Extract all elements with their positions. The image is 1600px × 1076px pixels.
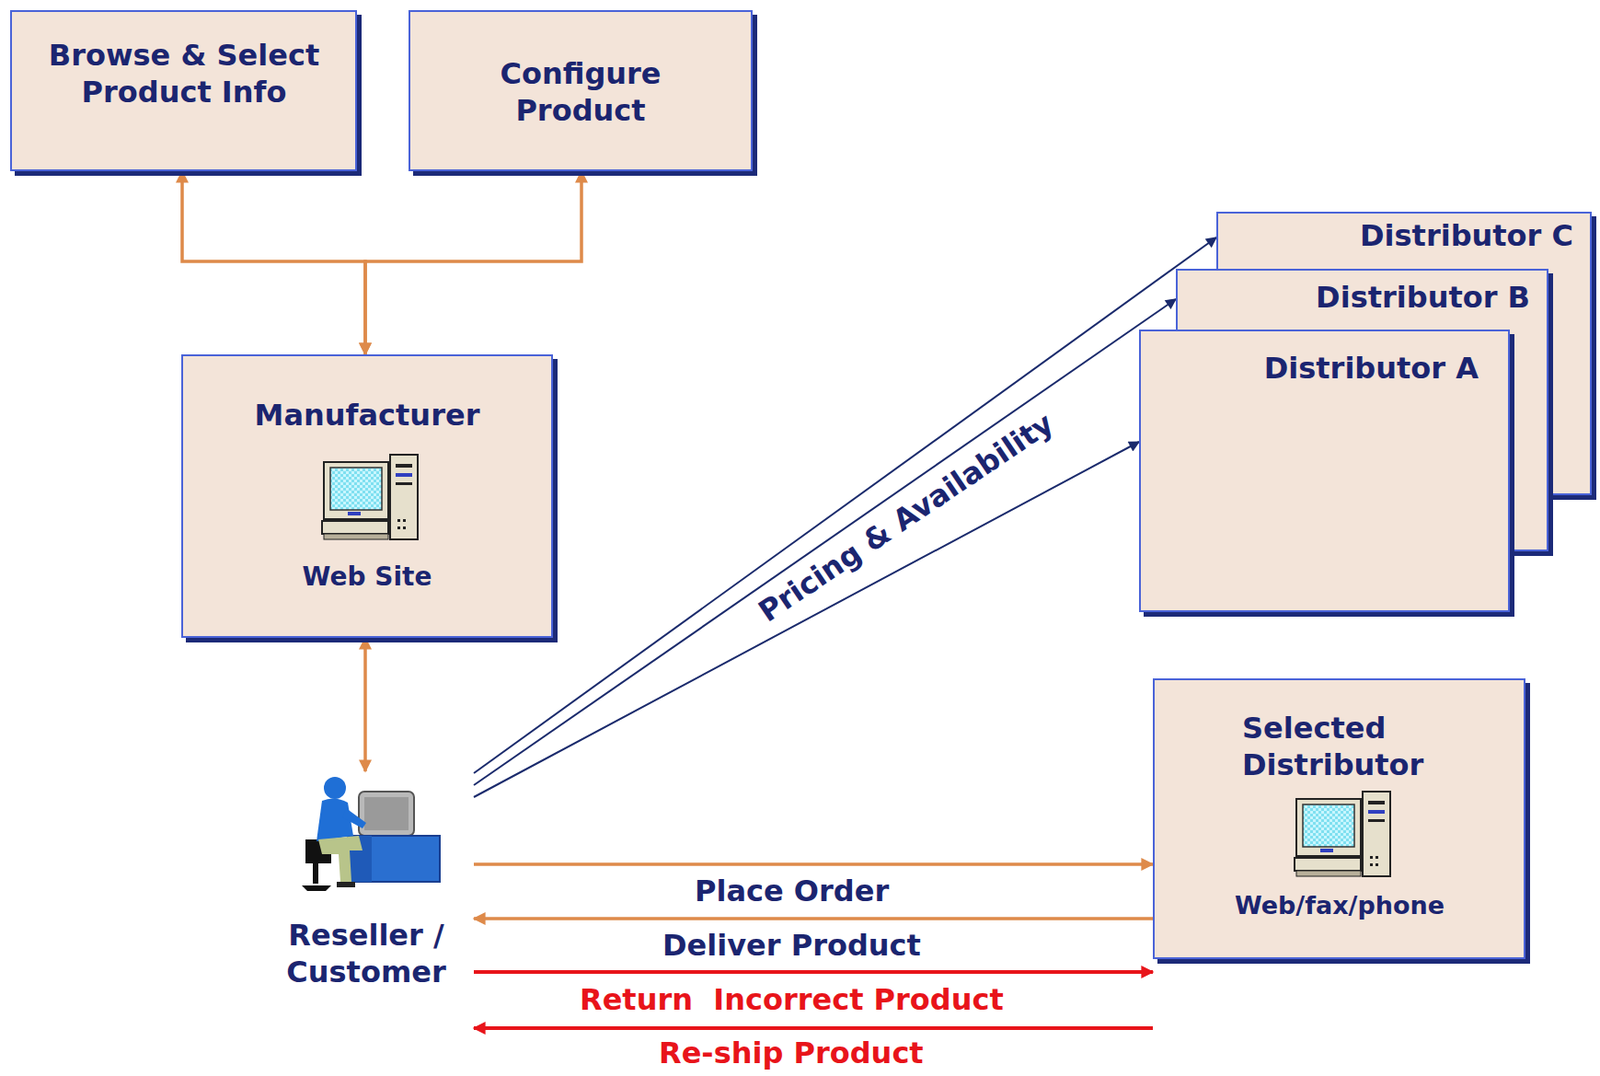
- node-subtitle: Web/fax/phone: [1164, 889, 1515, 921]
- connector-arrow: [365, 171, 582, 355]
- node-title: Selected Distributor: [1242, 709, 1515, 783]
- node-title: Distributor B: [1186, 278, 1531, 316]
- connector-arrow: [473, 237, 1217, 773]
- node-title: Manufacturer: [192, 396, 542, 434]
- edge-label: Return Incorrect Product: [576, 981, 1007, 1017]
- computer-icon: [318, 450, 424, 543]
- node-title: Distributor C: [1227, 217, 1574, 254]
- distributor-box: Distributor A: [1139, 329, 1510, 612]
- node-title: Reseller / Customer: [264, 916, 468, 990]
- node-title: Configure Product: [442, 55, 719, 129]
- edge-label: Re-ship Product: [656, 1035, 927, 1071]
- connector-arrow: [363, 637, 368, 772]
- edge-label: Pricing & Availability: [749, 403, 1062, 631]
- process-box: Configure Product: [408, 10, 753, 172]
- connector-arrow: [182, 171, 366, 355]
- connector-arrow: [473, 1025, 1153, 1030]
- person-at-desk: [294, 774, 461, 895]
- connector-arrow: [473, 299, 1176, 785]
- node-subtitle: Web Site: [192, 560, 542, 593]
- process-box: Browse & Select Product Info: [10, 10, 357, 172]
- connector-arrow: [473, 441, 1140, 797]
- connector-arrow: [473, 916, 1153, 921]
- edge-label: Place Order: [691, 873, 892, 909]
- connector-arrow: [473, 862, 1153, 866]
- connector-arrow: [473, 969, 1153, 974]
- node-title: Distributor A: [1150, 349, 1479, 387]
- edge-label: Deliver Product: [659, 927, 924, 963]
- node-title: Browse & Select Product Info: [46, 36, 323, 111]
- computer-icon: [1290, 787, 1396, 880]
